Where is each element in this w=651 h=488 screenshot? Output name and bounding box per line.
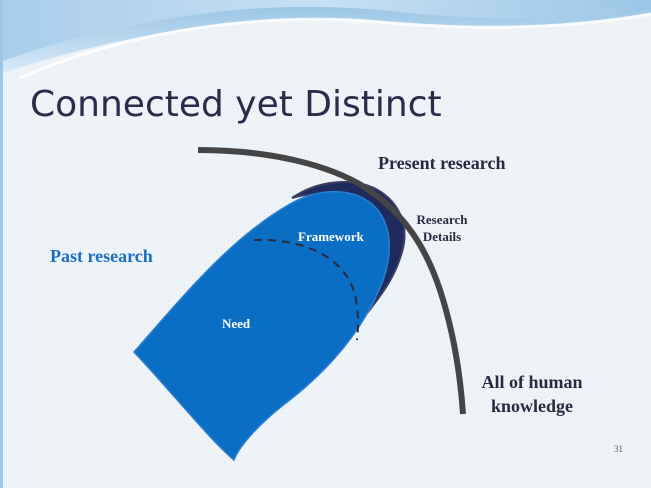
past-research-shape bbox=[132, 191, 390, 462]
slide-title: Connected yet Distinct bbox=[30, 84, 442, 125]
human-knowledge-arc bbox=[197, 147, 466, 415]
slide-page-number: 31 bbox=[614, 444, 623, 454]
header-highlight-line bbox=[19, 12, 651, 80]
human-knowledge-label: All of human knowledge bbox=[481, 372, 583, 416]
past-research-label: Past research bbox=[50, 246, 153, 266]
header-band bbox=[0, 0, 651, 62]
research-details-label: Research Details bbox=[416, 212, 468, 244]
header-wave bbox=[0, 6, 651, 74]
left-edge-accent bbox=[0, 0, 3, 488]
need-label: Need bbox=[222, 316, 251, 331]
framework-label: Framework bbox=[298, 229, 364, 244]
present-research-label: Present research bbox=[378, 153, 506, 173]
framework-boundary-dashed bbox=[253, 238, 359, 341]
